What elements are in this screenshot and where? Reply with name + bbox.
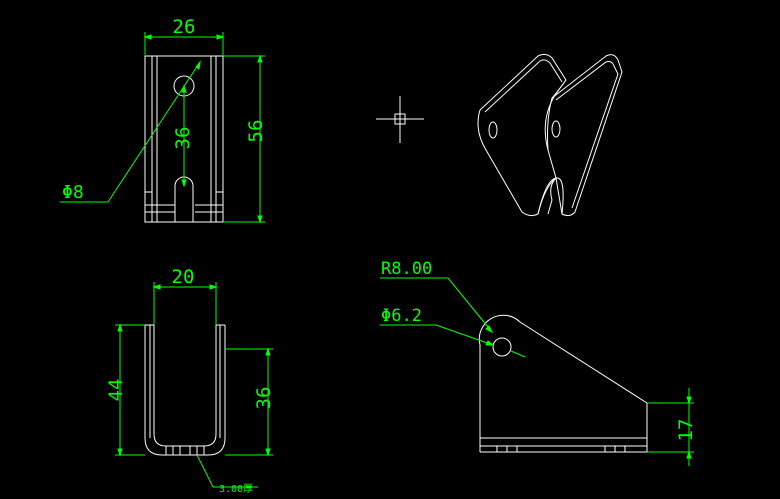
- top-view-slot-label: 36: [172, 127, 194, 150]
- side-view-hole-label: Φ6.2: [381, 306, 422, 326]
- front-view-dimensions: [115, 282, 273, 488]
- isometric-view: [477, 53, 623, 217]
- side-view-radius-label: R8.00: [381, 259, 432, 279]
- crosshair-cursor-icon: [376, 96, 424, 143]
- top-view-hole-label: Φ8: [62, 182, 84, 203]
- top-view-width-label: 26: [173, 16, 196, 38]
- side-view-dimensions: [380, 277, 694, 466]
- front-view-outer-height-label: 44: [105, 379, 127, 402]
- top-view-height-label: 56: [245, 120, 267, 143]
- front-view-inner-width-label: 20: [172, 266, 195, 288]
- front-view: [144, 324, 226, 456]
- front-view-inner-height-label: 36: [253, 387, 275, 410]
- top-view-dimensions: [60, 32, 265, 224]
- side-view-base-height-label: 17: [675, 419, 697, 442]
- front-view-thickness-label: 3.00厚: [219, 483, 253, 495]
